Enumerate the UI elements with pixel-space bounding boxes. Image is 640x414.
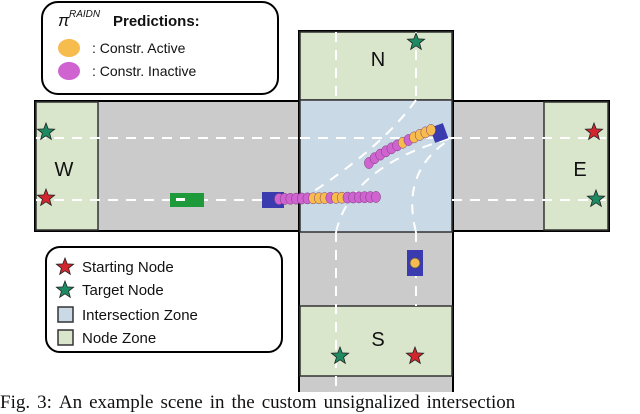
south-node-zone <box>299 305 453 377</box>
target-node-star <box>586 188 606 208</box>
node-stars <box>36 31 606 365</box>
red-star-icon <box>55 256 75 276</box>
legend-node-zone: Node Zone <box>82 330 156 347</box>
legend-active-label: : Constr. Active <box>92 40 186 56</box>
caption-word: custom <box>261 392 317 413</box>
node-legend-box <box>45 246 283 353</box>
caption-word: Fig. <box>0 392 31 413</box>
caption-word: example <box>89 392 154 413</box>
lane-markings <box>36 32 608 392</box>
ego-vehicle <box>170 193 204 207</box>
prediction-legend: π RAIDN Predictions: : Constr. Active : … <box>41 1 279 95</box>
starting-node-star <box>584 121 604 141</box>
intersection-zone <box>299 99 453 233</box>
caption-word: 3: <box>37 392 52 413</box>
prediction-trajectory-turn <box>364 124 436 169</box>
target-node-star <box>406 31 426 51</box>
legend-title-symbol: π <box>58 11 70 30</box>
inactive-swatch <box>58 62 80 80</box>
blue-square-icon <box>57 306 74 323</box>
starting-node-star <box>55 256 75 276</box>
north-label: N <box>371 49 385 71</box>
north-node-zone <box>299 31 453 101</box>
target-node-star <box>330 345 350 365</box>
legend-inactive-label: : Constr. Inactive <box>92 63 196 79</box>
legend-intersection-zone: Intersection Zone <box>82 307 198 324</box>
legend-starting-node: Starting Node <box>82 259 174 276</box>
node-legend: Starting Node Target Node Intersection Z… <box>45 246 283 353</box>
legend-title-text: Predictions: <box>113 13 200 30</box>
caption-word: scene <box>160 392 203 413</box>
south-label: S <box>371 329 384 351</box>
prediction-dot-inactive <box>371 191 381 203</box>
starting-node-star <box>36 187 56 207</box>
caption-word: intersection <box>426 392 516 413</box>
prediction-trajectory-straight <box>274 191 381 205</box>
caption-word: unsignalized <box>323 392 420 413</box>
caption-word: An <box>58 392 83 413</box>
target-node-star <box>36 121 56 141</box>
legend-target-node: Target Node <box>82 282 164 299</box>
green-star-icon <box>55 279 75 299</box>
legend-title-superscript: RAIDN <box>69 9 101 20</box>
prediction-legend-box <box>41 1 279 95</box>
prediction-dot-active <box>426 124 436 136</box>
caption-word: in <box>209 392 225 413</box>
active-swatch <box>58 39 80 57</box>
intersection-scene: N S W E π RAIDN Predictions: : Constr. A… <box>34 1 610 392</box>
caption-word: the <box>231 392 255 413</box>
east-label: E <box>573 159 586 181</box>
starting-node-star <box>405 345 425 365</box>
target-node-star <box>55 279 75 299</box>
other-vehicle-south <box>407 250 423 276</box>
west-label: W <box>55 159 74 181</box>
green-square-icon <box>57 329 74 346</box>
east-node-zone <box>543 101 609 231</box>
